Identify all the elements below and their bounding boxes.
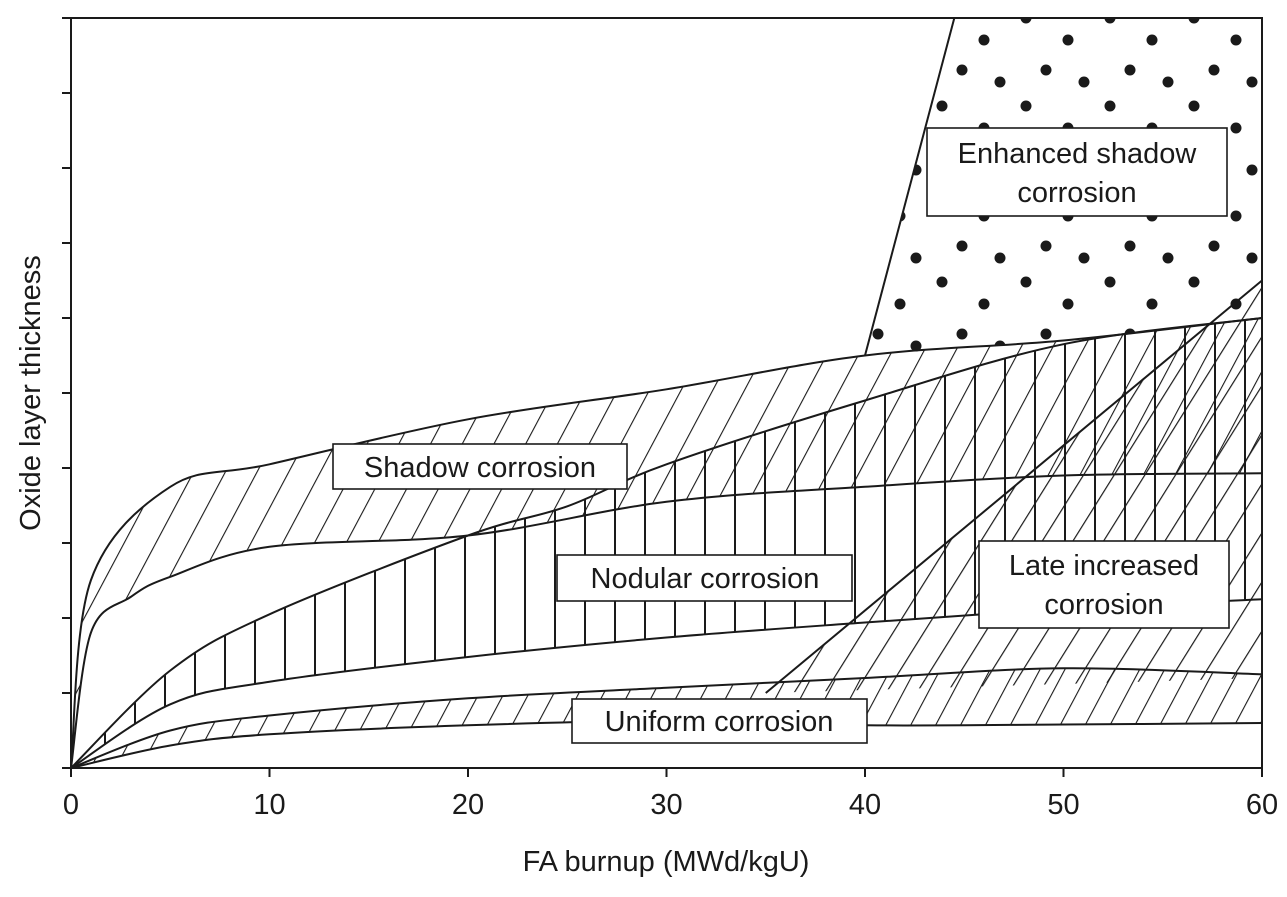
label-uniform-corrosion: Uniform corrosion <box>571 698 868 744</box>
label-enhanced-line2: corrosion <box>1017 177 1136 209</box>
label-nodular-corrosion: Nodular corrosion <box>556 554 853 602</box>
x-tick-label: 10 <box>253 789 285 821</box>
label-nodular-text: Nodular corrosion <box>591 563 820 595</box>
label-shadow-text: Shadow corrosion <box>364 452 596 484</box>
x-tick-label: 50 <box>1047 789 1079 821</box>
y-axis-title: Oxide layer thickness <box>15 255 47 531</box>
x-tick-label: 30 <box>650 789 682 821</box>
label-late-line1: Late increased <box>1009 550 1199 582</box>
region-labels: Enhanced shadow corrosion Shadow corrosi… <box>332 127 1230 744</box>
label-uniform-text: Uniform corrosion <box>605 706 834 738</box>
x-tick-label: 40 <box>849 789 881 821</box>
boundary-line <box>765 279 1262 694</box>
axes: 0 10 20 30 40 50 60 FA burnup (MWd/kgU) Oxide … <box>15 17 1278 878</box>
curve-upper-0 <box>71 667 1262 768</box>
label-enhanced-line1: Enhanced shadow <box>958 138 1198 170</box>
x-axis-title: FA burnup (MWd/kgU) <box>523 846 810 878</box>
curve-upper-2 <box>71 317 1262 768</box>
y-ticks <box>62 17 71 769</box>
x-ticks: 0 10 20 30 40 50 60 <box>63 768 1278 821</box>
label-late-increased-corrosion: Late increased corrosion <box>978 540 1230 629</box>
curve-lower-2 <box>71 472 1262 768</box>
x-tick-label: 60 <box>1246 789 1278 821</box>
region-shadow-corrosion <box>71 318 1262 768</box>
x-tick-label: 0 <box>63 789 79 821</box>
curves <box>71 18 1262 768</box>
label-late-line2: corrosion <box>1044 589 1163 621</box>
label-enhanced-shadow-corrosion: Enhanced shadow corrosion <box>926 127 1228 217</box>
label-shadow-corrosion: Shadow corrosion <box>332 443 628 490</box>
boundary-line <box>864 18 956 356</box>
curve-upper-1 <box>71 317 1262 768</box>
x-tick-label: 20 <box>452 789 484 821</box>
